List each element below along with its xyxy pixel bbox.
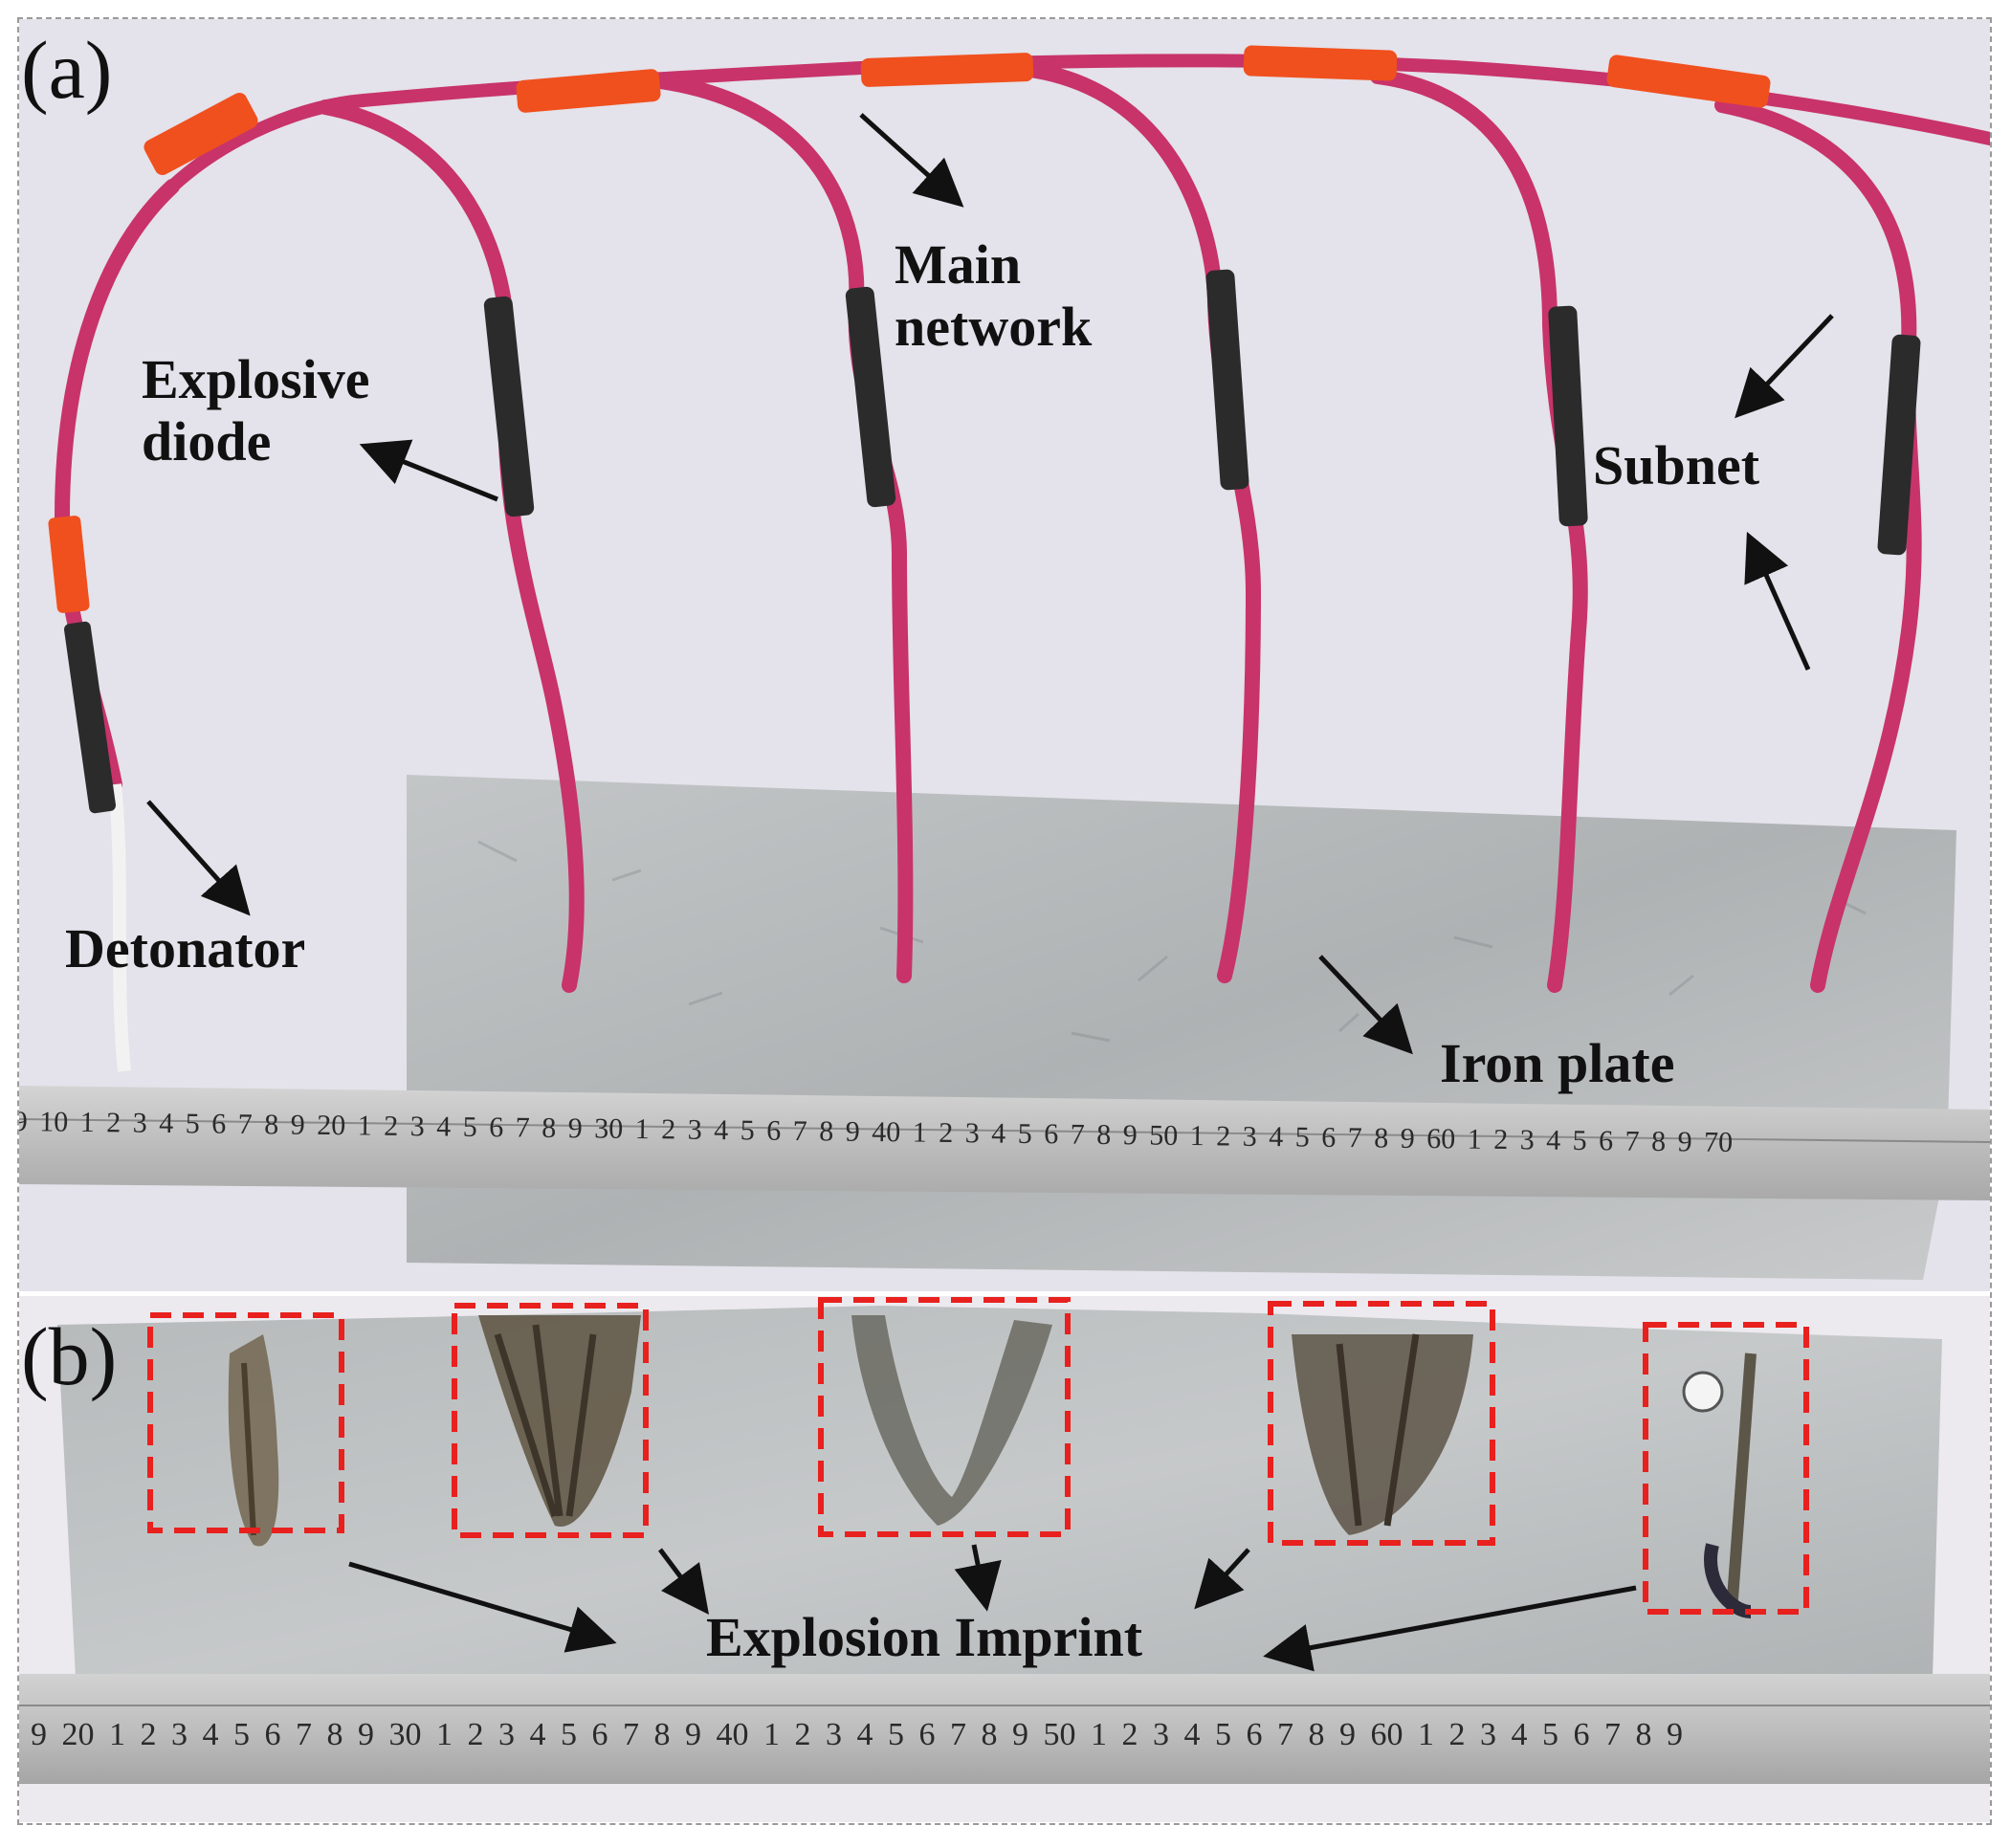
arrow-main-network xyxy=(859,113,964,208)
label-explosive-diode: Explosive diode xyxy=(142,348,370,473)
imprint-4 xyxy=(1292,1333,1473,1535)
imprint-box-5 xyxy=(1643,1322,1809,1615)
panel-b-scene xyxy=(19,1296,1990,1822)
label-subnet: Subnet xyxy=(1593,434,1760,496)
arrow-subnet-1 xyxy=(1735,314,1834,419)
ruler-b-scale: 9 20 1 2 3 4 5 6 7 8 9 30 1 2 3 4 5 6 7 … xyxy=(31,1717,1683,1752)
ruler-b xyxy=(19,1674,1990,1784)
imprint-box-2 xyxy=(452,1303,649,1538)
explosive-diode-1 xyxy=(483,296,535,517)
subnet-wire-1 xyxy=(318,99,585,993)
tape-1 xyxy=(144,92,258,176)
imprint-box-3 xyxy=(818,1297,1071,1537)
arrow-imprint-5 xyxy=(1263,1585,1637,1672)
detonator-body xyxy=(63,621,117,814)
imprint-box-1 xyxy=(147,1312,344,1533)
arrow-iron-plate xyxy=(1318,955,1413,1055)
explosive-diode-3 xyxy=(1205,269,1249,491)
label-detonator: Detonator xyxy=(65,917,306,979)
imprint-1 xyxy=(228,1334,279,1547)
iron-plate xyxy=(407,775,1956,1280)
subnet-wire-5 xyxy=(1714,98,1922,993)
panel-b-photo: 9 20 1 2 3 4 5 6 7 8 9 30 1 2 3 4 5 6 7 … xyxy=(19,1296,1990,1822)
tape-3 xyxy=(860,53,1034,87)
label-iron-plate: Iron plate xyxy=(1440,1032,1675,1094)
panel-a-label: (a) xyxy=(21,24,113,116)
imprint-box-4 xyxy=(1268,1301,1495,1546)
tape-2 xyxy=(516,69,661,113)
ruler-a xyxy=(19,1086,1990,1200)
tape-detonator xyxy=(48,516,90,613)
explosive-diode-2 xyxy=(845,286,896,508)
arrow-detonator xyxy=(146,800,251,916)
tape-5 xyxy=(1606,55,1771,108)
tape-4 xyxy=(1243,45,1398,81)
arrow-explosive-diode xyxy=(359,439,498,502)
arrow-imprint-3 xyxy=(954,1544,1002,1612)
imprint-2 xyxy=(478,1315,641,1527)
figure-frame xyxy=(17,17,1992,1825)
panel-b-label: (b) xyxy=(21,1310,118,1402)
imprint-5 xyxy=(1682,1353,1757,1618)
explosive-diode-4 xyxy=(1548,305,1588,527)
label-explosion-imprint: Explosion Imprint xyxy=(706,1606,1143,1668)
label-main-network: Main network xyxy=(895,233,1093,358)
arrow-imprint-2 xyxy=(658,1548,709,1615)
panel-a-photo: 9 10 1 2 3 4 5 6 7 8 9 20 1 2 3 4 5 6 7 … xyxy=(19,19,1990,1291)
panel-a-scene xyxy=(19,19,1990,1291)
arrow-imprint-4 xyxy=(1194,1548,1250,1610)
imprint-3 xyxy=(851,1315,1052,1526)
arrow-subnet-2 xyxy=(1744,531,1811,671)
explosive-diode-5 xyxy=(1877,334,1921,556)
detonator-lead xyxy=(108,783,131,1072)
arrow-imprint-1 xyxy=(348,1561,617,1653)
